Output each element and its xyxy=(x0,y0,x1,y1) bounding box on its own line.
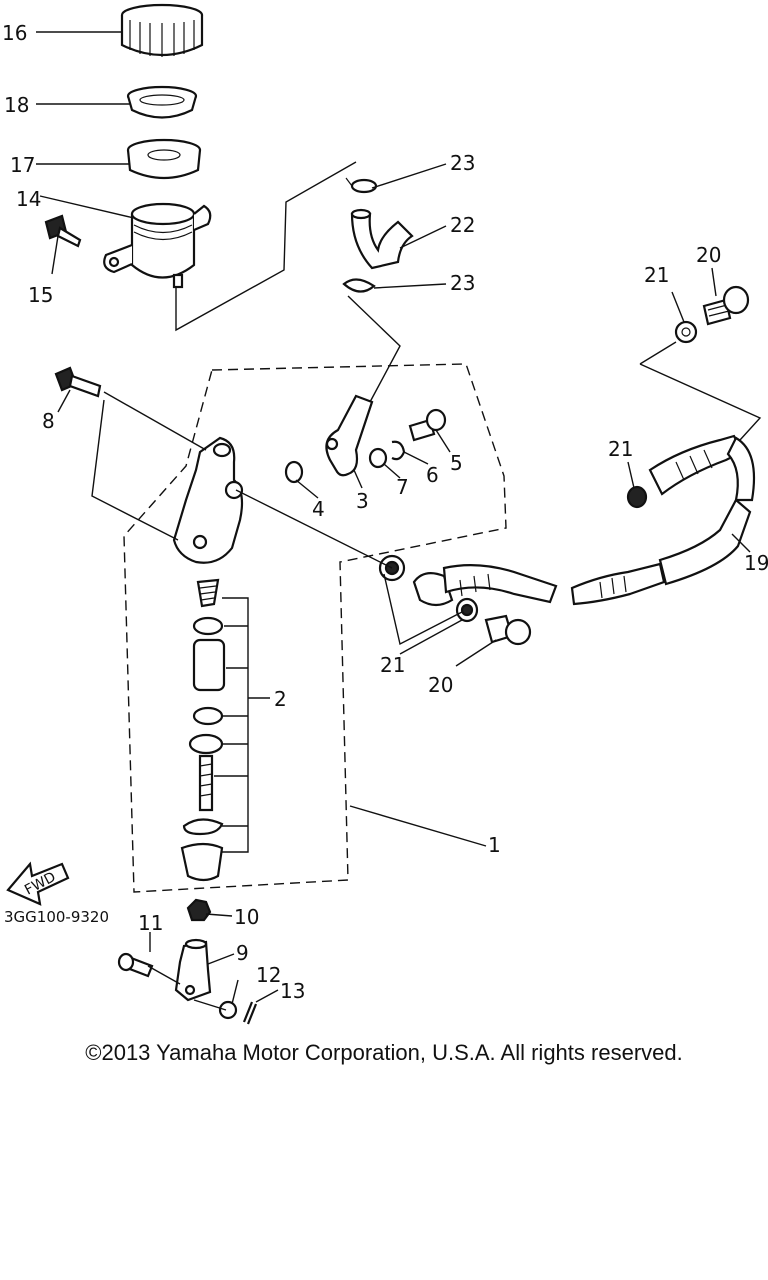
copyright-notice: ©2013 Yamaha Motor Corporation, U.S.A. A… xyxy=(85,1040,683,1065)
bolt-part-8[interactable] xyxy=(54,366,102,398)
callout-21-right: 21 xyxy=(608,437,633,461)
reservoir-cap-part-16[interactable] xyxy=(120,3,204,57)
leader-lines xyxy=(36,31,751,1005)
callout-12: 12 xyxy=(256,963,281,987)
diaphragm-part-18[interactable] xyxy=(126,85,198,119)
washer-part-12[interactable] xyxy=(218,1000,238,1020)
part-number-labels: 16 18 17 14 15 23 22 23 21 20 8 4 3 7 6 … xyxy=(2,21,768,1003)
callout-18: 18 xyxy=(4,93,29,117)
brake-hose-part-19[interactable] xyxy=(412,434,756,607)
callout-14: 14 xyxy=(16,187,41,211)
clevis-part-9[interactable] xyxy=(174,938,212,1002)
reservoir-hose-part-22[interactable] xyxy=(350,208,414,270)
fwd-arrow-icon: FWD xyxy=(6,861,70,906)
exploded-parts-diagram: FWD xyxy=(2,3,768,1025)
screw-part-15[interactable] xyxy=(44,214,82,248)
callout-16: 16 xyxy=(2,21,27,45)
callout-20-bottom: 20 xyxy=(428,673,453,697)
callout-3: 3 xyxy=(356,489,369,513)
diagram-code: 3GG100-9320 xyxy=(4,908,109,926)
union-bolt-part-20-top[interactable] xyxy=(702,285,750,326)
callout-13: 13 xyxy=(280,979,305,1003)
hose-joint-part-3[interactable] xyxy=(325,394,374,477)
piston-kit-part-2[interactable] xyxy=(180,578,226,882)
callout-8: 8 xyxy=(42,409,55,433)
washer-part-21-bottom[interactable] xyxy=(455,597,479,623)
callout-19: 19 xyxy=(744,551,768,575)
washer-part-21-top[interactable] xyxy=(674,320,698,344)
callout-9: 9 xyxy=(236,941,249,965)
callout-6: 6 xyxy=(426,463,439,487)
callout-11: 11 xyxy=(138,911,163,935)
callout-20-top: 20 xyxy=(696,243,721,267)
hose-clamp-part-23-top[interactable] xyxy=(345,177,378,194)
callout-23-bottom: 23 xyxy=(450,271,475,295)
callout-7: 7 xyxy=(396,475,409,499)
screw-part-5[interactable] xyxy=(408,408,447,442)
callout-10: 10 xyxy=(234,905,259,929)
pin-part-11[interactable] xyxy=(117,952,154,978)
o-ring-part-4[interactable] xyxy=(284,460,304,484)
washer-part-7[interactable] xyxy=(368,447,388,469)
master-cylinder-body[interactable] xyxy=(172,436,244,564)
union-bolt-part-20-bottom[interactable] xyxy=(484,614,532,646)
reservoir-tank-part-14[interactable] xyxy=(103,202,212,289)
callout-21-bottom: 21 xyxy=(380,653,405,677)
callout-4: 4 xyxy=(312,497,325,521)
callout-5: 5 xyxy=(450,451,463,475)
callout-21-top: 21 xyxy=(644,263,669,287)
cotter-pin-part-13[interactable] xyxy=(242,1001,258,1025)
callout-1: 1 xyxy=(488,833,501,857)
callout-17: 17 xyxy=(10,153,35,177)
callout-23-top: 23 xyxy=(450,151,475,175)
callout-22: 22 xyxy=(450,213,475,237)
circlip-part-6[interactable] xyxy=(391,440,406,461)
nut-part-10[interactable] xyxy=(186,898,212,922)
callout-2: 2 xyxy=(274,687,287,711)
washer-part-21-right[interactable] xyxy=(626,485,648,509)
master-cylinder-kit-outline xyxy=(123,363,507,893)
hose-clamp-part-23-bottom[interactable] xyxy=(342,278,376,293)
connection-lines xyxy=(91,161,762,1011)
diaphragm-plate-part-17[interactable] xyxy=(126,138,202,180)
callout-15: 15 xyxy=(28,283,53,307)
